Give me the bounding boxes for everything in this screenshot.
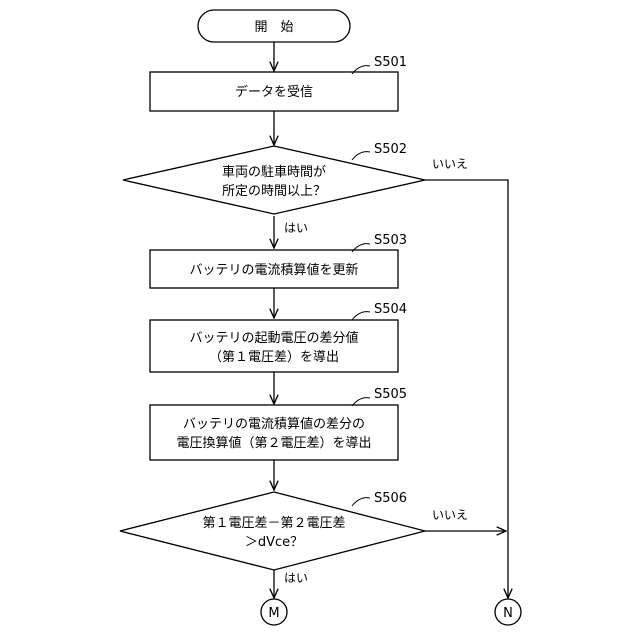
s506-text-line1: 第１電圧差－第２電圧差 <box>202 516 345 531</box>
s504-text-line1: バッテリの起動電圧の差分値 <box>189 330 358 346</box>
start-label: 開 始 <box>254 20 293 35</box>
s504-leader <box>352 312 370 320</box>
start-terminal: 開 始 <box>198 10 350 42</box>
s504-text-line2: （第１電圧差）を導出 <box>209 350 339 365</box>
s501-text: データを受信 <box>235 84 313 100</box>
connector-n: N <box>495 599 521 625</box>
process-s501: データを受信 <box>150 72 398 111</box>
s506-leader <box>352 498 370 506</box>
connector-n-label: N <box>503 606 513 621</box>
process-s503: バッテリの電流積算値を更新 <box>150 250 398 288</box>
s502-id: S502 <box>374 142 407 157</box>
process-s505: バッテリの電流積算値の差分の 電圧換算値（第２電圧差）を導出 <box>150 405 398 460</box>
s506-yes-label: はい <box>284 571 308 585</box>
connector-m-label: M <box>268 606 279 621</box>
s502-leader <box>352 152 370 160</box>
s502-text-line1: 車両の駐車時間が <box>222 165 326 180</box>
s505-text-line2: 電圧換算値（第２電圧差）を導出 <box>176 435 371 451</box>
arrow-s502-no-n <box>425 180 508 598</box>
s502-no-label: いいえ <box>432 157 468 171</box>
s503-text: バッテリの電流積算値を更新 <box>189 262 358 278</box>
s505-text-line1: バッテリの電流積算値の差分の <box>183 416 365 432</box>
s502-yes-label: はい <box>284 221 308 235</box>
s506-no-label: いいえ <box>432 508 468 522</box>
s504-id: S504 <box>374 302 407 317</box>
connector-m: M <box>261 599 287 625</box>
s503-id: S503 <box>374 233 407 248</box>
s506-id: S506 <box>374 491 407 506</box>
s505-id: S505 <box>374 387 407 402</box>
s501-id: S501 <box>374 55 407 70</box>
process-s504: バッテリの起動電圧の差分値 （第１電圧差）を導出 <box>150 320 398 372</box>
s502-text-line2: 所定の時間以上？ <box>222 184 326 199</box>
s506-text-line2: ＞dVce？ <box>245 535 303 550</box>
